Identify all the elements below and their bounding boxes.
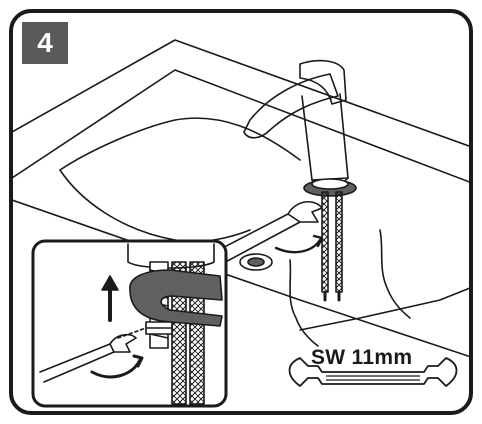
up-arrow-icon bbox=[101, 275, 119, 322]
rotation-arrow-inset bbox=[90, 354, 144, 379]
wrench-inset bbox=[39, 333, 137, 383]
step-number-badge: 4 bbox=[22, 22, 68, 64]
faucet-mounting-nut bbox=[303, 178, 357, 197]
detail-inset bbox=[31, 239, 228, 408]
open-end-wrench-icon bbox=[288, 357, 458, 387]
panel-frame bbox=[9, 9, 473, 415]
horseshoe-clamp bbox=[129, 269, 223, 327]
tap-hole bbox=[239, 253, 273, 271]
supply-hoses bbox=[321, 191, 343, 302]
inset-nut bbox=[145, 321, 173, 335]
rotation-arrow-main bbox=[274, 234, 324, 254]
wrench-size-label: SW 11mm bbox=[311, 346, 413, 369]
